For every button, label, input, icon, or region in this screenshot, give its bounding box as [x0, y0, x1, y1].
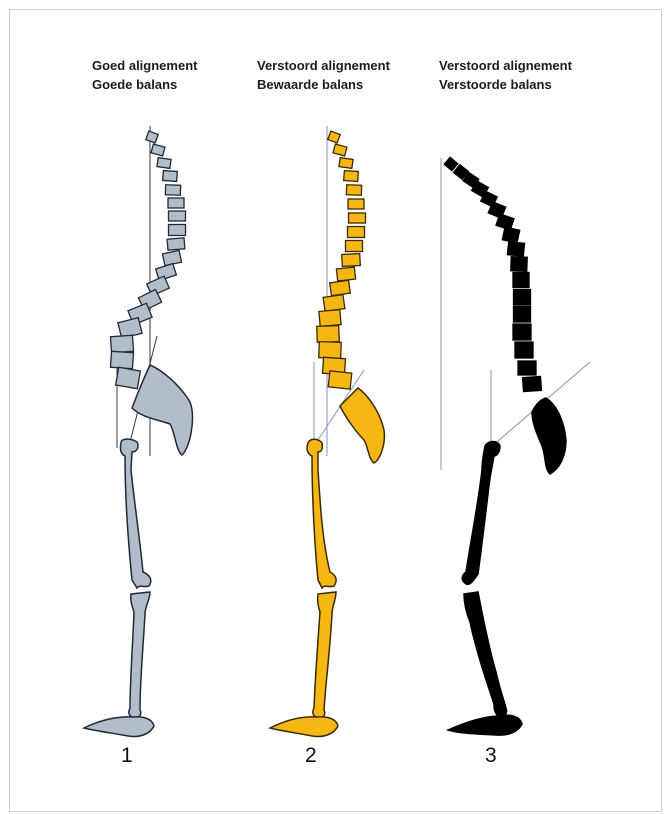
panel-3-tibia	[464, 592, 507, 717]
vertebra	[507, 242, 524, 257]
panel-3-femur	[462, 442, 500, 585]
vertebra	[110, 335, 133, 352]
vertebra	[319, 310, 341, 327]
panel-2-number: 2	[305, 744, 317, 768]
vertebra	[328, 131, 340, 143]
vertebra	[146, 131, 158, 143]
panel-1-foot	[84, 717, 154, 737]
panel-3-pelvis	[532, 398, 566, 474]
vertebra	[110, 351, 133, 368]
vertebra	[513, 324, 531, 340]
vertebra	[511, 257, 527, 272]
vertebra	[444, 157, 457, 170]
vertebra	[151, 144, 165, 156]
vertebra	[116, 367, 141, 389]
vertebra	[323, 295, 345, 312]
vertebra	[346, 185, 361, 196]
panel-1-skeleton	[84, 126, 192, 737]
vertebra	[514, 290, 531, 305]
panel-2-skeleton	[270, 126, 384, 737]
vertebra	[330, 280, 351, 296]
panel-2-tibia	[313, 592, 336, 718]
vertebra	[157, 158, 171, 169]
vertebra	[515, 342, 533, 358]
panel-3-skeleton	[441, 157, 590, 735]
vertebra	[348, 199, 364, 209]
vertebra	[336, 267, 355, 281]
panel-3-number: 3	[485, 744, 497, 768]
vertebra	[513, 273, 529, 288]
panel-2-foot	[270, 717, 338, 737]
vertebra	[348, 227, 365, 238]
vertebra	[514, 306, 531, 322]
vertebra	[333, 144, 347, 156]
vertebra	[317, 326, 340, 343]
vertebra	[518, 361, 536, 375]
panel-1-femur	[120, 439, 150, 588]
vertebra	[165, 185, 180, 196]
vertebra	[523, 376, 542, 391]
panel-3-foot	[448, 715, 522, 735]
vertebra	[502, 227, 519, 243]
panel-2-pelvis	[340, 388, 384, 463]
panel-2-spine	[317, 131, 366, 389]
panel-1-pelvis	[132, 365, 192, 455]
panel-1-tibia	[129, 592, 150, 718]
vertebra	[342, 254, 361, 267]
panel-3-spine	[444, 157, 541, 391]
panel-1-number: 1	[121, 744, 133, 768]
panel-1-spine	[110, 131, 185, 389]
panel-2-femur	[307, 439, 336, 588]
vertebra	[169, 225, 186, 236]
vertebra	[319, 342, 342, 359]
vertebra	[344, 171, 359, 182]
vertebra	[349, 213, 366, 223]
vertebra	[346, 241, 363, 252]
vertebra	[163, 171, 178, 182]
vertebra	[339, 158, 353, 169]
vertebra	[168, 198, 184, 208]
vertebra	[169, 211, 186, 221]
vertebra	[167, 238, 185, 250]
vertebra	[328, 371, 352, 389]
